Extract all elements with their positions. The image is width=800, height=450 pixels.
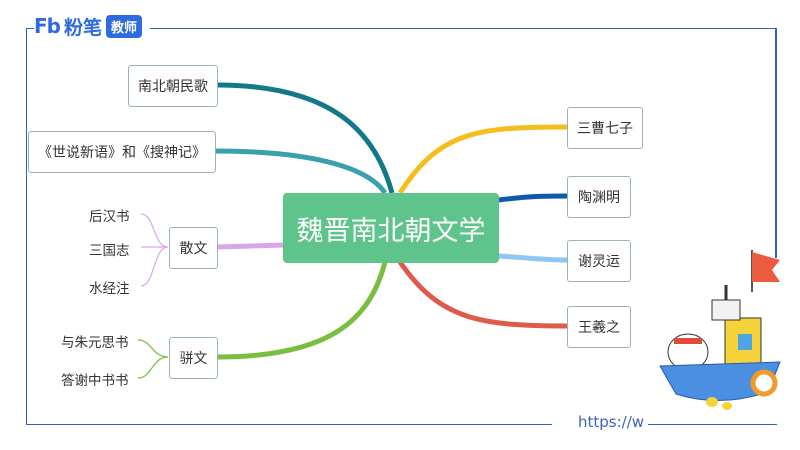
page-frame [26,28,777,425]
bracket-sanwen [140,213,169,287]
page-frame-right-edge [775,28,777,258]
leaf-houhanshu[interactable]: 后汉书 [89,209,130,225]
connector-shishuo-soushen [214,148,388,195]
connector-sancao-qizi [397,124,569,195]
brand-mark: Fb [34,14,61,38]
node-sanwen[interactable]: 散文 [169,227,218,269]
connector-sanwen [216,242,286,250]
leaf-da-xie-zhongshu-shu[interactable]: 答谢中书书 [61,373,129,389]
connector-tao-yuanming [498,193,569,203]
node-wang-xizhi[interactable]: 王羲之 [567,306,631,348]
brand-badge: 教师 [106,14,143,38]
footer-url-text[interactable]: https://w [578,413,645,431]
connector-xie-lingyun [498,253,569,263]
leaf-shuijingzhu[interactable]: 水经注 [89,281,130,297]
connector-pianwen [216,261,388,360]
bracket-pianwen [137,339,169,379]
central-topic[interactable]: 魏晋南北朝文学 [283,193,499,263]
globe-icon [556,414,572,430]
node-shishuo-soushen[interactable]: 《世说新语》和《搜神记》 [28,131,216,173]
connector-nanbeichao-minge [216,82,395,194]
footer-url[interactable]: https://w [552,410,649,434]
node-sancao-qizi[interactable]: 三曹七子 [567,107,643,149]
node-pianwen[interactable]: 骈文 [169,337,218,379]
node-xie-lingyun[interactable]: 谢灵运 [567,240,631,282]
leaf-sanguozhi[interactable]: 三国志 [89,243,130,259]
leaf-yu-zhu-yuansi-shu[interactable]: 与朱元思书 [61,335,129,351]
node-nanbeichao-minge[interactable]: 南北朝民歌 [128,65,218,107]
node-tao-yuanming[interactable]: 陶渊明 [567,176,631,218]
brand-name: 粉笔 [63,16,102,39]
boat-illustration [659,250,781,410]
connector-wang-xizhi [397,260,569,329]
brand-logo: Fb 粉笔 教师 [34,12,151,40]
